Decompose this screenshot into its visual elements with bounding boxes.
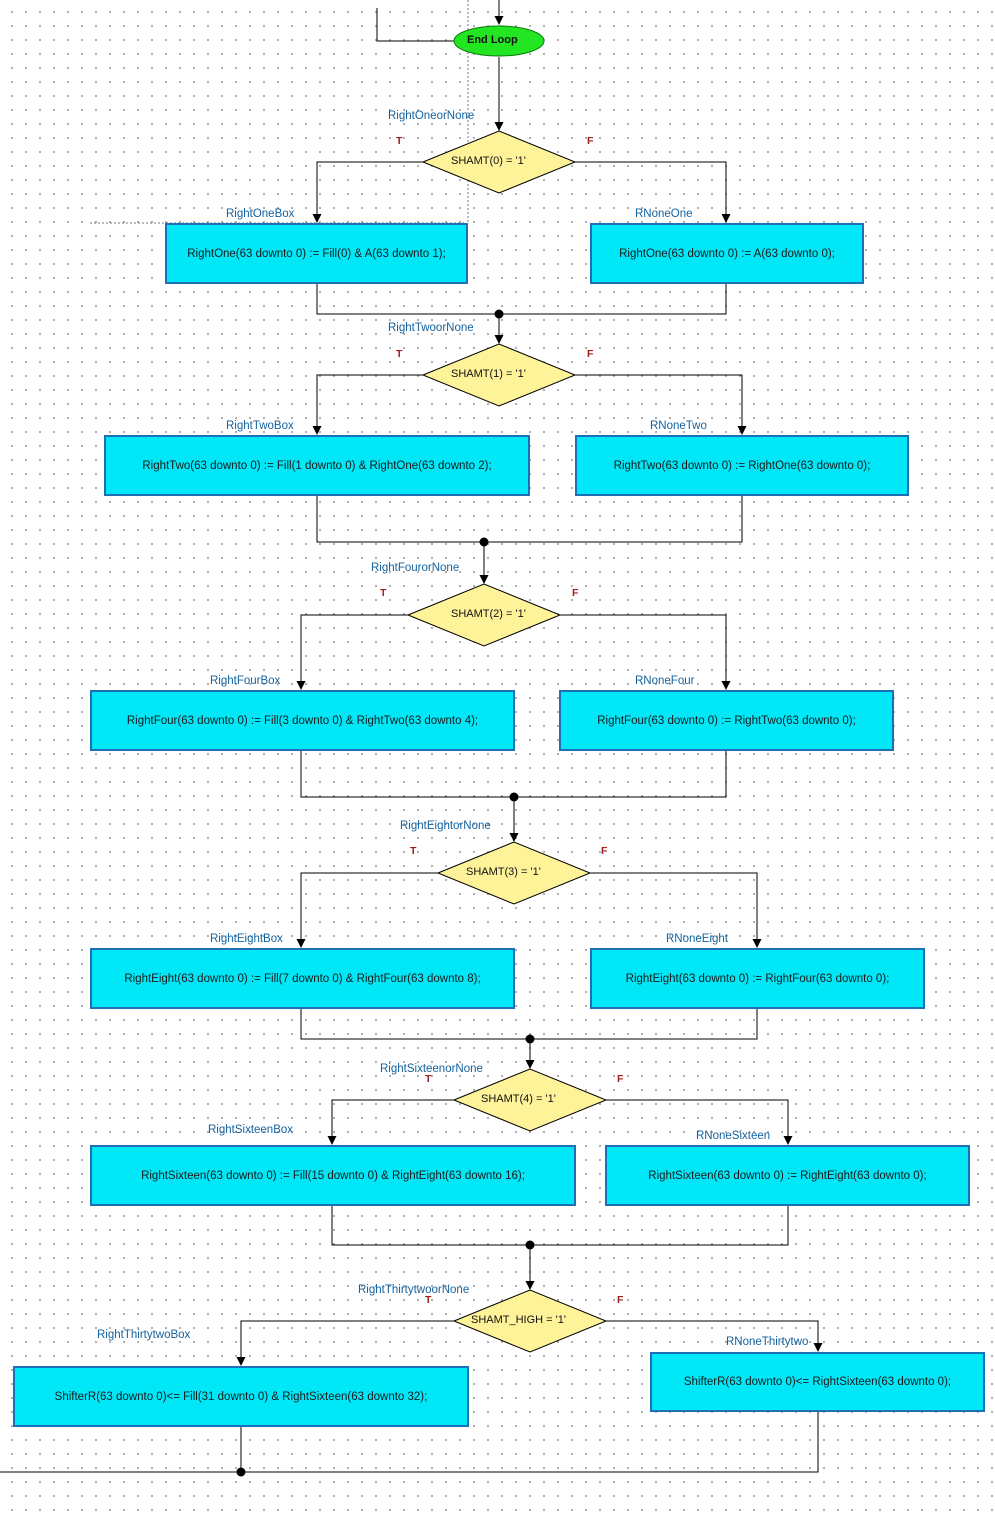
- box-name-label: RightEightBox: [210, 933, 283, 945]
- action-code: RightFour(63 downto 0) := RightTwo(63 do…: [597, 714, 856, 727]
- box-name-label: RightOneBox: [226, 208, 295, 220]
- junction-dot: [509, 792, 519, 802]
- connector-line: [300, 751, 727, 798]
- false-branch-label: F: [587, 348, 594, 360]
- decision-condition: SHAMT(2) = '1': [451, 608, 526, 620]
- box-name-label: RNoneTwo: [650, 420, 707, 432]
- connector-line: [331, 1206, 789, 1246]
- connector-line: [575, 161, 731, 223]
- box-name-label: RightFourBox: [210, 675, 281, 687]
- connector-line: [589, 872, 762, 948]
- action-box[interactable]: RightFour(63 downto 0) := RightTwo(63 do…: [559, 690, 894, 751]
- true-branch-label: T: [425, 1294, 432, 1306]
- false-branch-label: F: [572, 587, 579, 599]
- loop-return-connector: [376, 8, 456, 42]
- false-branch-label: F: [617, 1294, 624, 1306]
- junction-dot: [479, 537, 489, 547]
- decision-name-label: RightFourorNone: [371, 562, 460, 574]
- action-box[interactable]: RightFour(63 downto 0) := Fill(3 downto …: [90, 690, 515, 751]
- decision-diamond[interactable]: [406, 583, 562, 647]
- action-code: RightOne(63 downto 0) := Fill(0) & A(63 …: [187, 247, 446, 260]
- decision-name-label: RightEightorNone: [400, 820, 491, 832]
- action-box[interactable]: RightEight(63 downto 0) := RightFour(63 …: [590, 948, 925, 1009]
- action-code: RightEight(63 downto 0) := RightFour(63 …: [625, 972, 890, 985]
- decision-name-label: RightThirtytwoorNone: [358, 1284, 470, 1296]
- connector-line: [312, 161, 425, 223]
- end-loop-terminator[interactable]: [453, 25, 545, 57]
- false-branch-label: F: [601, 845, 608, 857]
- action-box[interactable]: ShifterR(63 downto 0)<= RightSixteen(63 …: [650, 1352, 985, 1412]
- action-box[interactable]: RightEight(63 downto 0) := Fill(7 downto…: [90, 948, 515, 1009]
- action-box[interactable]: RightTwo(63 downto 0) := RightOne(63 dow…: [575, 435, 909, 496]
- end-loop-label: End Loop: [467, 34, 518, 46]
- connector-line: [236, 1320, 455, 1366]
- action-code: RightTwo(63 downto 0) := Fill(1 downto 0…: [142, 459, 492, 472]
- connector-line: [316, 496, 743, 543]
- connector-line: [296, 614, 409, 690]
- junction-dot: [236, 1467, 246, 1477]
- action-code: ShifterR(63 downto 0)<= RightSixteen(63 …: [683, 1376, 952, 1388]
- action-code: RightFour(63 downto 0) := Fill(3 downto …: [126, 714, 479, 727]
- connector-line: [575, 374, 747, 435]
- action-box[interactable]: RightSixteen(63 downto 0) := Fill(15 dow…: [90, 1145, 576, 1206]
- box-name-label: RightThirtytwoBox: [97, 1329, 191, 1341]
- action-code: RightSixteen(63 downto 0) := RightEight(…: [648, 1169, 927, 1182]
- connector-line: [312, 374, 425, 435]
- box-name-label: RNoneOne: [635, 208, 693, 220]
- action-box[interactable]: RightOne(63 downto 0) := Fill(0) & A(63 …: [165, 223, 468, 284]
- true-branch-label: T: [396, 348, 403, 360]
- connector-line: [559, 614, 731, 690]
- connector-line: [0, 1412, 819, 1473]
- connector-line: [300, 1009, 758, 1040]
- box-name-label: RightTwoBox: [226, 420, 294, 432]
- decision-condition: SHAMT(3) = '1': [466, 866, 541, 878]
- action-code: RightSixteen(63 downto 0) := Fill(15 dow…: [141, 1169, 525, 1182]
- box-name-label: RNoneFour: [635, 675, 695, 687]
- action-code: RightEight(63 downto 0) := Fill(7 downto…: [124, 972, 481, 985]
- false-branch-label: F: [617, 1073, 624, 1085]
- true-branch-label: T: [425, 1073, 432, 1085]
- decision-condition: SHAMT_HIGH = '1': [471, 1314, 566, 1326]
- action-box[interactable]: RightOne(63 downto 0) := A(63 downto 0);: [590, 223, 864, 284]
- decision-name-label: RightOneorNone: [388, 110, 475, 122]
- action-code: RightTwo(63 downto 0) := RightOne(63 dow…: [613, 459, 871, 472]
- action-code: RightOne(63 downto 0) := A(63 downto 0);: [619, 247, 835, 260]
- decision-diamond[interactable]: [452, 1289, 608, 1353]
- box-name-label: RightSixteenBox: [208, 1124, 294, 1136]
- box-name-label: RNoneThirtytwo: [726, 1336, 809, 1348]
- decision-condition: SHAMT(0) = '1': [451, 155, 526, 167]
- decision-diamond[interactable]: [436, 841, 592, 905]
- action-code: ShifterR(63 downto 0)<= Fill(31 downto 0…: [54, 1390, 428, 1403]
- decision-name-label: RightSixteenorNone: [380, 1063, 483, 1075]
- connector-line: [327, 1099, 455, 1145]
- true-branch-label: T: [410, 845, 417, 857]
- junction-dot: [494, 309, 504, 319]
- connector-line: [605, 1099, 793, 1145]
- junction-dot: [525, 1034, 535, 1044]
- connector-line: [316, 284, 727, 315]
- decision-condition: SHAMT(1) = '1': [451, 368, 526, 380]
- true-branch-label: T: [380, 587, 387, 599]
- box-name-label: RNoneSixteen: [696, 1130, 771, 1142]
- true-branch-label: T: [396, 135, 403, 147]
- connector-line: [296, 872, 439, 948]
- action-box[interactable]: RightSixteen(63 downto 0) := RightEight(…: [605, 1145, 970, 1206]
- decision-name-label: RightTwoorNone: [388, 322, 474, 334]
- decision-condition: SHAMT(4) = '1': [481, 1093, 556, 1105]
- decision-diamond[interactable]: [452, 1068, 608, 1132]
- action-box[interactable]: ShifterR(63 downto 0)<= Fill(31 downto 0…: [13, 1366, 469, 1427]
- box-name-label: RNoneEight: [666, 933, 729, 945]
- decision-diamond[interactable]: [421, 130, 577, 194]
- false-branch-label: F: [587, 135, 594, 147]
- decision-diamond[interactable]: [421, 343, 577, 407]
- connector-line: [605, 1320, 823, 1352]
- junction-dot: [525, 1240, 535, 1250]
- action-box[interactable]: RightTwo(63 downto 0) := Fill(1 downto 0…: [104, 435, 530, 496]
